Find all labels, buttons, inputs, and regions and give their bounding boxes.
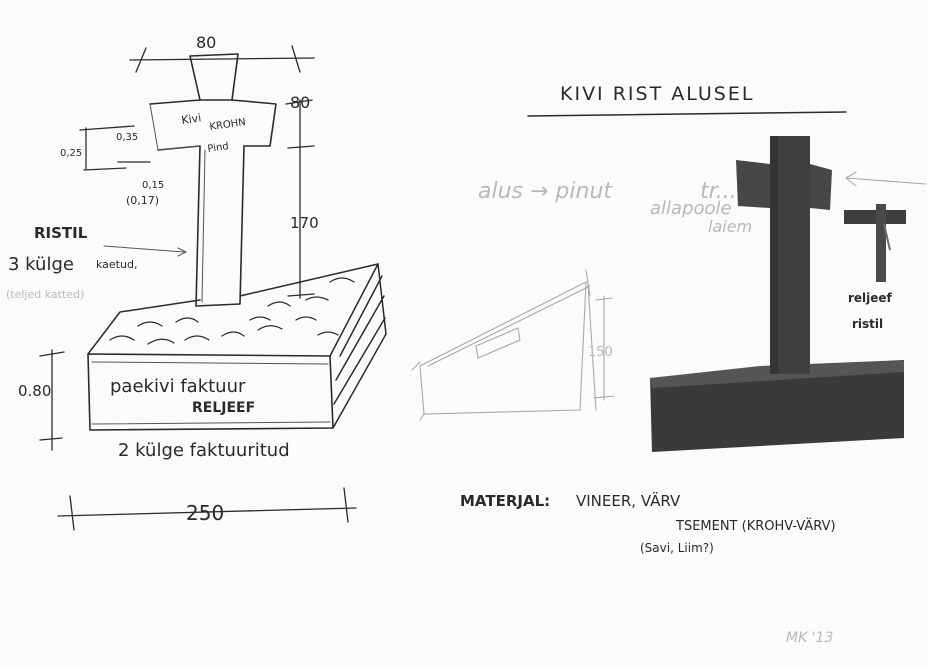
pencil-note-3: allapoole [650, 198, 732, 219]
model-photo [650, 136, 906, 452]
material-line1: VINEER, VÄRV [576, 491, 681, 510]
dim-small-c: 0,15 [142, 180, 164, 191]
dimension-lines [39, 45, 357, 531]
note-sides: 2 külge faktuuritud [118, 440, 290, 461]
dim-small-a: 0,25 [60, 148, 82, 159]
cross-shaft [195, 145, 245, 307]
cross-top [189, 53, 239, 101]
dim-cross-width: 80 [196, 33, 216, 52]
material-line2: TSEMENT (KROHV-VÄRV) [675, 518, 836, 534]
material-label: MATERJAL: [460, 492, 550, 510]
arrow-icon [845, 171, 927, 187]
cross-inscription-1: Kivi [181, 111, 202, 127]
note-ristil-line3: (teljed katted) [6, 288, 84, 301]
pencil-note-2: tr... [700, 179, 737, 204]
title-underline [527, 111, 847, 117]
drawing-title: KIVI RIST ALUSEL [560, 83, 754, 105]
note-ristil-line2: kaetud, [96, 258, 137, 271]
dim-small-c-alt: (0,17) [126, 194, 159, 207]
signature: MK '13 [786, 630, 833, 646]
pencil-note-1: alus → pinut [478, 179, 613, 204]
side-label-relief: reljeef [848, 291, 893, 305]
dim-base-height: 0.80 [18, 382, 51, 400]
note-ristil-line1: 3 külge [8, 254, 74, 275]
note-base-texture: paekivi faktuur [110, 376, 246, 397]
dim-cross-height: 170 [290, 214, 319, 232]
pencil-note-4: laiem [708, 217, 752, 236]
cross-inscription-3: Pind [207, 141, 230, 155]
note-relief: RELJEEF [192, 400, 255, 416]
dim-small-b: 0,35 [116, 132, 138, 143]
base-top-surface [87, 263, 379, 357]
dim-arm-height: 80 [290, 93, 310, 112]
side-label-ristil: ristil [852, 317, 883, 331]
base-right-side [332, 263, 387, 429]
cross-on-base-sketch [39, 45, 387, 531]
dim-base-width: 250 [186, 501, 224, 525]
cross-inscription-2: KROHN [209, 117, 247, 133]
panel-sketch [411, 269, 615, 421]
stone-texture [109, 277, 355, 345]
note-ristil-title: RISTIL [34, 224, 88, 242]
material-line3: (Savi, Liim?) [640, 541, 714, 555]
dim-panel-height: 150 [588, 345, 613, 360]
